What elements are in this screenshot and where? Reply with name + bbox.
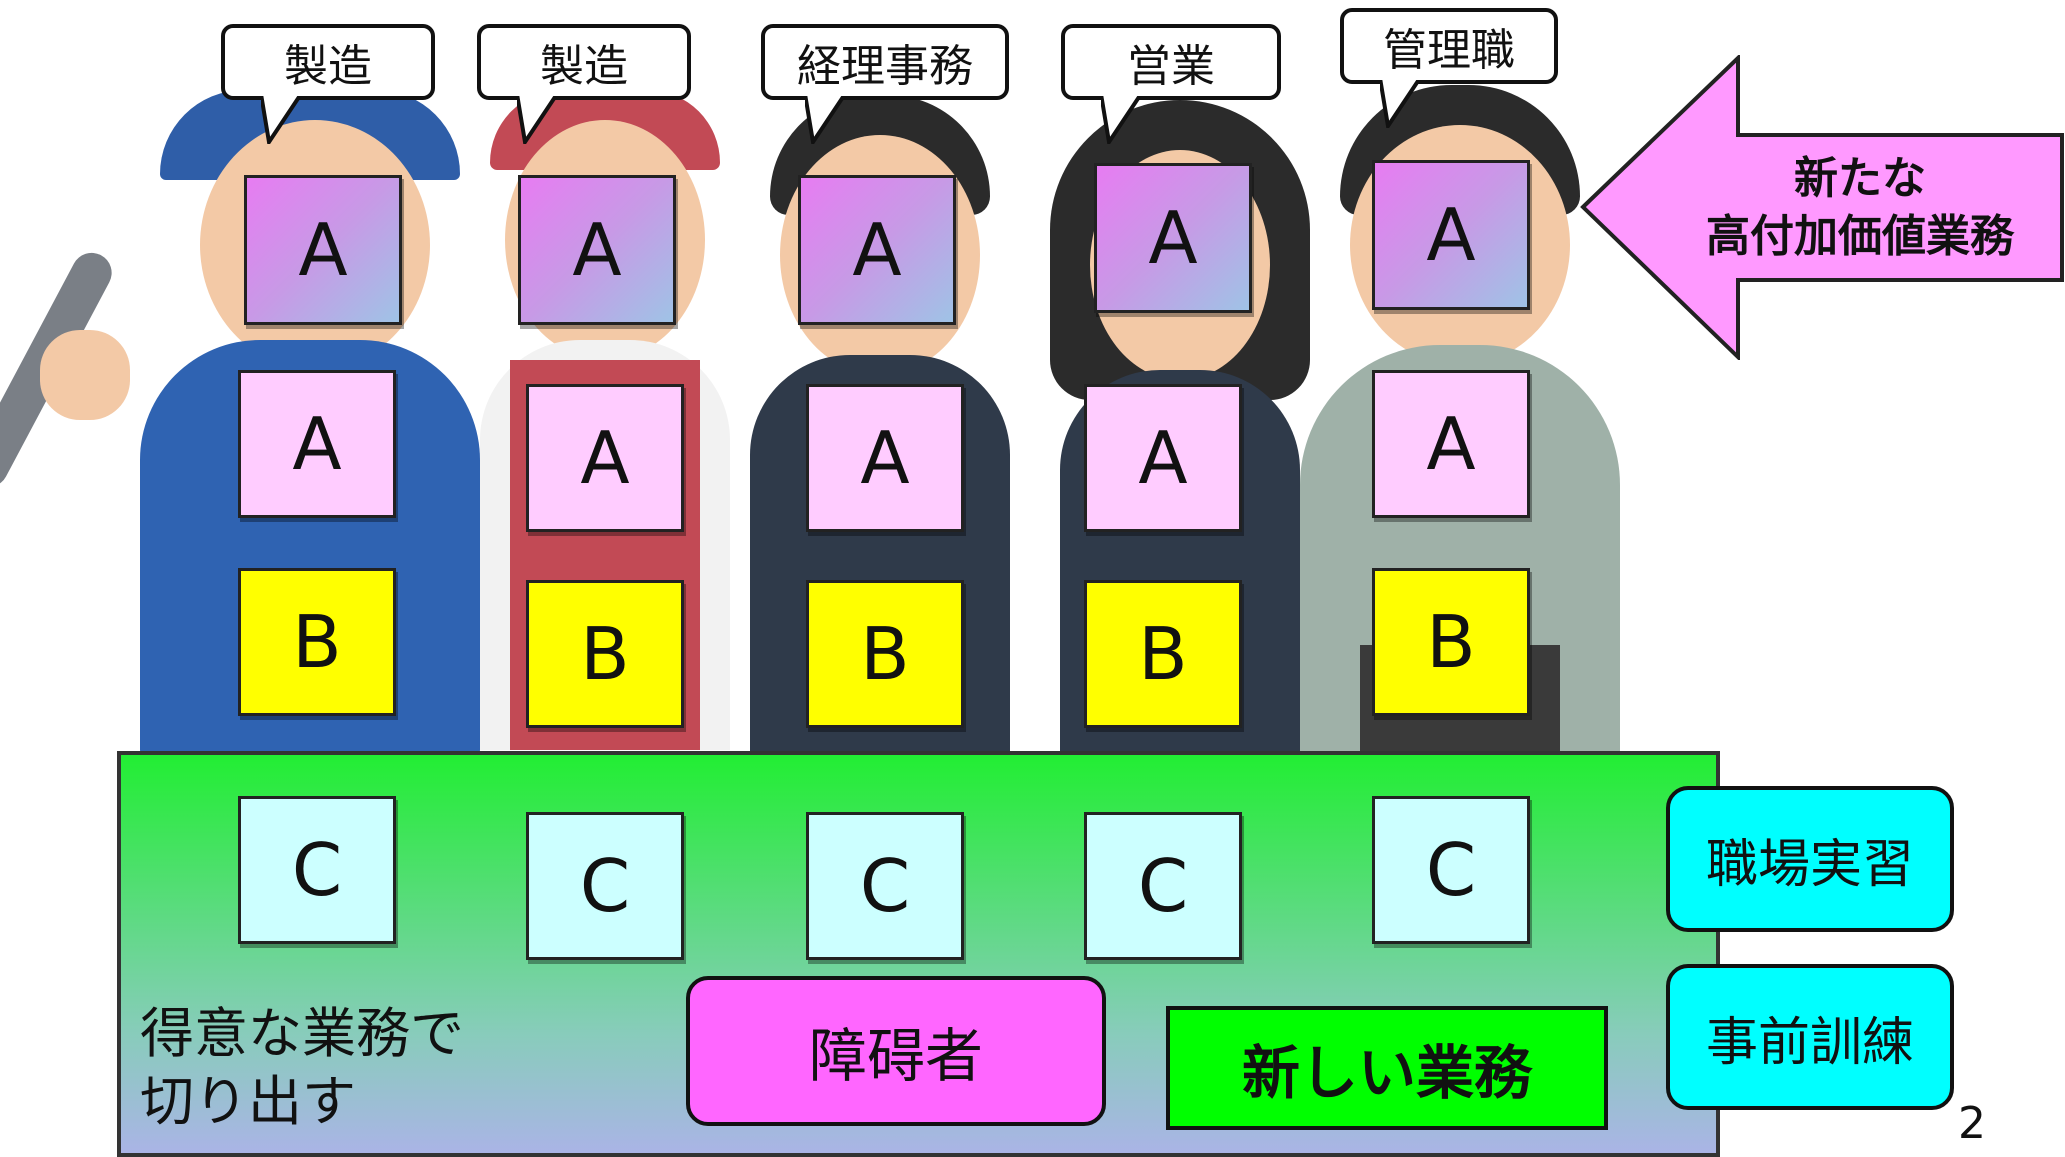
task-note-b: B <box>238 568 396 716</box>
task-note-a: A <box>1372 370 1530 518</box>
role-label: 営業 <box>1127 41 1215 92</box>
task-note-a: A <box>526 384 684 532</box>
task-note-a: A <box>238 370 396 518</box>
role-label: 管理職 <box>1383 25 1515 76</box>
side-box-pre-training: 事前訓練 <box>1666 964 1954 1110</box>
region-label: 得意な業務で 切り出す <box>140 1000 464 1136</box>
role-label: 製造 <box>540 41 628 92</box>
task-note-a-top: A <box>1094 163 1252 313</box>
role-label: 製造 <box>284 41 372 92</box>
new-work-arrow <box>1580 55 2064 360</box>
task-note-a-top: A <box>1372 160 1530 310</box>
task-note-b: B <box>806 580 964 728</box>
task-note-a-top: A <box>244 175 402 325</box>
new-task-box: 新しい業務 <box>1166 1006 1608 1130</box>
role-label: 経理事務 <box>797 41 973 92</box>
role-bubble-manufacturing-2: 製造 <box>477 24 691 144</box>
role-bubble-management: 管理職 <box>1340 8 1558 128</box>
task-note-c: C <box>1372 796 1530 944</box>
role-bubble-accounting: 経理事務 <box>761 24 1009 144</box>
task-note-b: B <box>1372 568 1530 716</box>
page-number: 2 <box>1958 1098 1986 1149</box>
new-work-label: 新たな 高付加価値業務 <box>1680 150 2040 266</box>
new-work-label-line2: 高付加価値業務 <box>1706 211 2014 262</box>
task-note-a: A <box>1084 384 1242 532</box>
task-note-a-top: A <box>798 175 956 325</box>
task-note-b: B <box>526 580 684 728</box>
region-label-line2: 切り出す <box>140 1070 356 1133</box>
task-note-c: C <box>806 812 964 960</box>
new-work-label-line1: 新たな <box>1794 153 1926 204</box>
task-note-a: A <box>806 384 964 532</box>
side-box-workplace-training: 職場実習 <box>1666 786 1954 932</box>
role-bubble-sales: 営業 <box>1061 24 1281 144</box>
task-note-a-top: A <box>518 175 676 325</box>
disabled-person-box: 障碍者 <box>686 976 1106 1126</box>
task-note-c: C <box>238 796 396 944</box>
task-note-c: C <box>526 812 684 960</box>
task-note-b: B <box>1084 580 1242 728</box>
role-bubble-manufacturing-1: 製造 <box>221 24 435 144</box>
task-note-c: C <box>1084 812 1242 960</box>
region-label-line1: 得意な業務で <box>140 1002 464 1065</box>
